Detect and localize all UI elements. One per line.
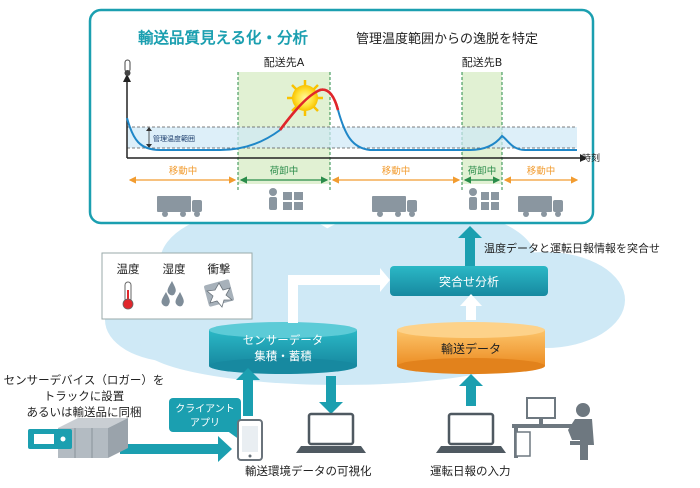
- unloading-worker-icon: [469, 188, 499, 210]
- sensor-shock-label: 衝撃: [207, 262, 231, 276]
- white-flow-arrows: [288, 268, 482, 323]
- truck-icon: [157, 196, 202, 217]
- desk-worker-icon: [512, 397, 594, 460]
- thermometer-icon: [122, 281, 134, 310]
- sensor-temp-label: 温度: [116, 262, 140, 276]
- sun-icon: [287, 80, 323, 116]
- laptop-icon: [296, 412, 366, 453]
- combine-arrow-label: 温度データと運転日報情報を突合せ: [484, 242, 660, 255]
- visualization-label: 輸送環境データの可視化: [245, 464, 372, 478]
- device-line: トラックに設置: [43, 389, 125, 403]
- log-input-label: 運転日報の入力: [430, 464, 511, 478]
- range-band: [127, 127, 577, 148]
- panel-title: 輸送品質見える化・分析: [138, 29, 309, 47]
- combine-box: [390, 266, 548, 296]
- laptop-icon: [436, 412, 506, 453]
- device-line: あるいは輸送品に同梱: [26, 405, 142, 419]
- device-description: センサーデバイス（ロガー）を トラックに設置 あるいは輸送品に同梱: [0, 372, 168, 420]
- sensor-db-cylinder: [209, 322, 357, 374]
- unloading-worker-icon: [269, 188, 303, 210]
- upload-arrow: [458, 226, 482, 266]
- device-line: センサーデバイス（ロガー）を: [3, 373, 165, 387]
- humidity-drops-icon: [161, 281, 184, 307]
- truck-icon: [372, 196, 417, 217]
- smartphone-icon: [237, 419, 263, 461]
- truck-icon: [518, 196, 563, 217]
- client-app-bubble: [169, 398, 241, 440]
- sensor-humidity-label: 湿度: [162, 262, 186, 276]
- temp-curve-1: [126, 117, 281, 151]
- sensor-device-icon: [28, 418, 128, 458]
- panel-subtitle: 管理温度範囲からの逸脱を特定: [356, 32, 539, 47]
- transport-db-cylinder: [397, 322, 545, 374]
- teal-flow-arrows: [120, 368, 483, 462]
- shock-icon: [204, 279, 234, 308]
- temperature-chart: [123, 59, 587, 190]
- temp-curve-2: [337, 109, 577, 151]
- thermometer-icon: [124, 59, 131, 76]
